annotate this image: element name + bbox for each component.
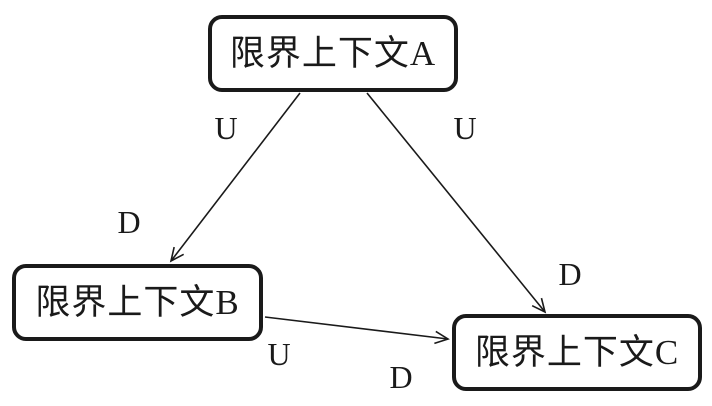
edge-a-to-b (169, 92, 301, 263)
node-bounded-context-b: 限界上下文B (12, 264, 263, 341)
edge-a-c-downstream-label: D (558, 256, 582, 292)
edge-b-c-downstream-label: D (389, 359, 413, 395)
node-bounded-context-c: 限界上下文C (452, 314, 702, 391)
node-bounded-context-a: 限界上下文A (208, 15, 458, 92)
node-label-c: 限界上下文C (474, 333, 680, 372)
node-label-a: 限界上下文A (229, 34, 437, 73)
edge-b-to-c (264, 316, 450, 345)
edge-a-to-c (366, 92, 547, 314)
edge-a-c-upstream-label: U (453, 110, 477, 146)
edge-b-c-upstream-label: U (267, 336, 291, 372)
edge-a-b-downstream-label: D (117, 204, 141, 240)
edge-a-b-upstream-label: U (214, 110, 238, 146)
node-label-b: 限界上下文B (35, 283, 240, 322)
